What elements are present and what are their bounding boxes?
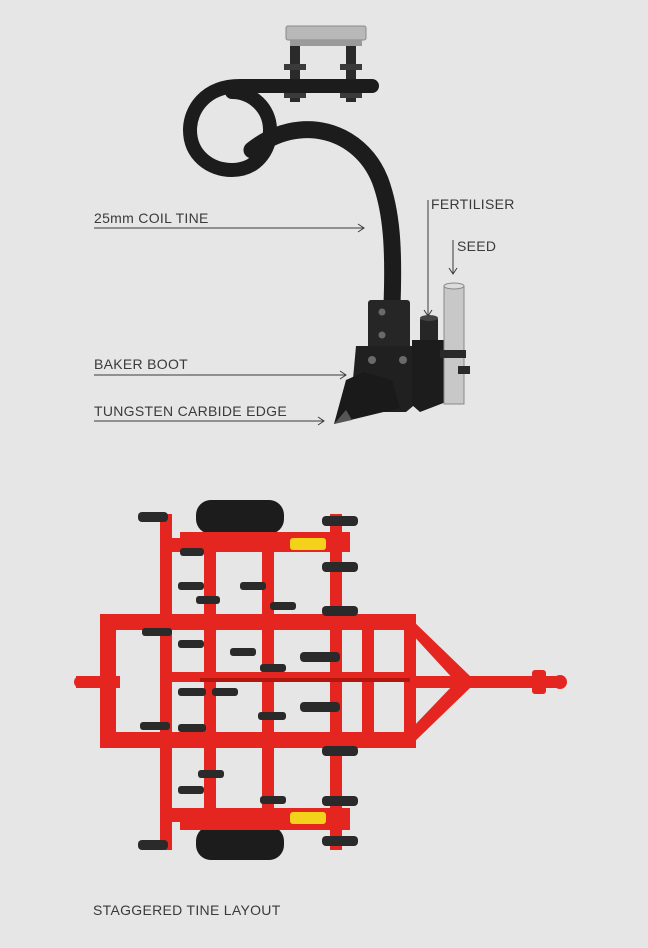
staggered-layout-caption: STAGGERED TINE LAYOUT [93,902,281,918]
hydraulic-ram-top [290,538,326,550]
fertiliser-label: FERTILISER [431,196,515,212]
tine-points [138,512,358,850]
hydraulic-ram-bottom [290,812,326,824]
fertiliser-leader [423,200,433,317]
wheel-bottom [196,826,284,860]
planter-frame [74,500,567,860]
seed-label: SEED [457,238,497,254]
wheel-top [196,500,284,534]
baker-boot [334,300,446,424]
tungsten-edge-label: TUNGSTEN CARBIDE EDGE [94,403,287,419]
baker-boot-leader [94,370,347,380]
coil-tine-leader [94,223,365,233]
leader-lines [94,200,458,426]
seed-leader [448,240,458,275]
seed-tube [440,282,470,405]
coil-tine [182,79,402,314]
baker-boot-label: BAKER BOOT [94,356,189,372]
tungsten-edge-leader [94,416,325,426]
tine-clamp-bracket [284,25,367,102]
coil-tine-label: 25mm COIL TINE [94,210,209,226]
